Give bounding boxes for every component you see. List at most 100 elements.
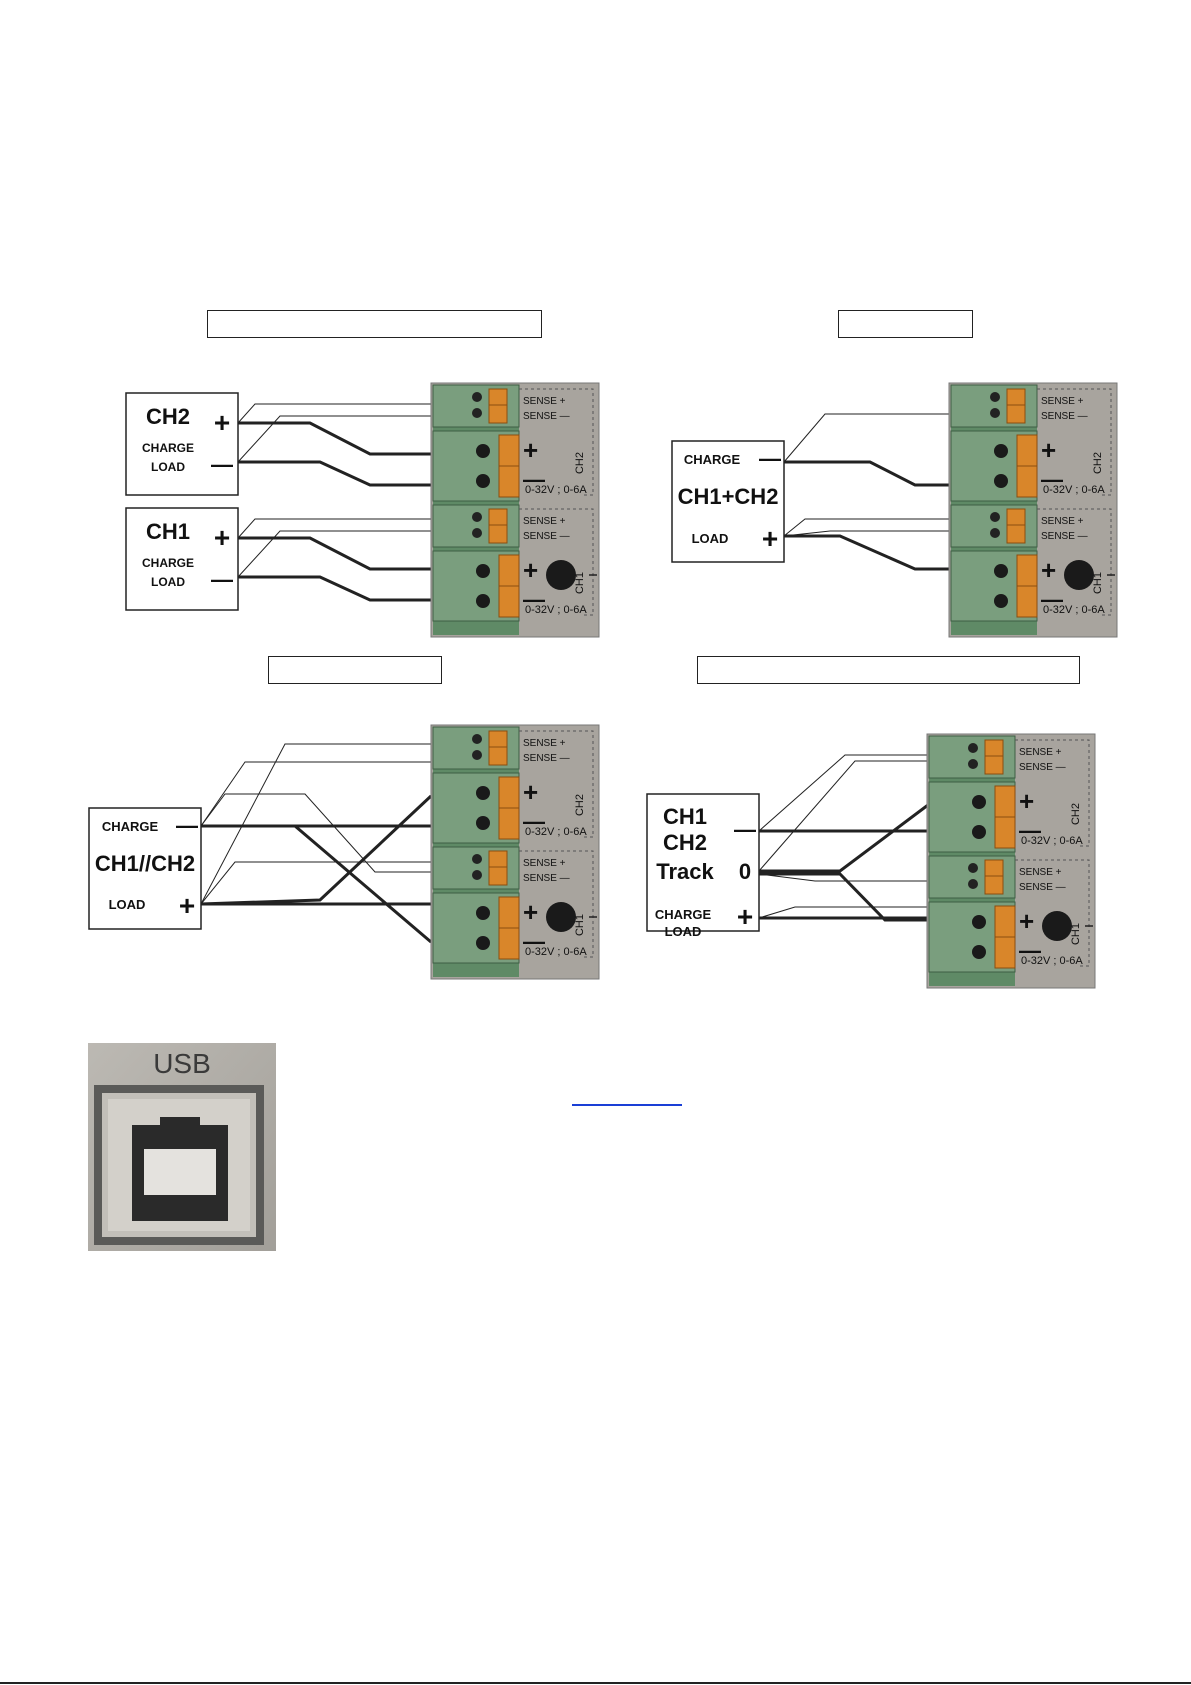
terminal-rating: 0-32V ; 0-6A (525, 604, 587, 616)
terminal-rating: 0-32V ; 0-6A (525, 946, 587, 958)
terminal-out-minus: — (523, 809, 545, 834)
diagram-track: CH1 CH2 Track — 0 + CHARGE LOAD SENSE + S… (645, 731, 1135, 991)
caption-box-track (697, 656, 1080, 684)
series-plus: + (762, 523, 778, 554)
wires-series (783, 413, 951, 571)
terminal-rating: 0-32V ; 0-6A (525, 826, 587, 838)
track-source-box (646, 793, 760, 932)
usb-label: USB (153, 1048, 211, 1079)
series-charge: CHARGE (684, 452, 741, 467)
terminal-out-minus: — (1041, 467, 1063, 492)
ch2-plus: + (214, 407, 230, 438)
track-zero: 0 (739, 859, 751, 884)
track-plus: + (737, 901, 753, 932)
terminal-sense-plus: SENSE + (523, 858, 566, 869)
ch2-source-box (125, 392, 239, 496)
terminal-ch1: CH1 (574, 914, 586, 936)
ch1-plus: + (214, 522, 230, 553)
terminal-out-plus: + (1041, 435, 1056, 465)
page-bottom-rule (0, 1682, 1191, 1684)
terminal-sense-plus: SENSE + (1019, 747, 1062, 758)
terminal-rating: 0-32V ; 0-6A (1021, 835, 1083, 847)
ch1-charge: CHARGE (142, 556, 194, 570)
ch2-load: LOAD (151, 460, 185, 474)
terminal-ch2: CH2 (574, 794, 586, 816)
terminal-ch2: CH2 (1070, 803, 1082, 825)
terminal-sense-plus: SENSE + (1041, 516, 1084, 527)
track-line1: CH1 (663, 804, 707, 829)
ch1-name: CH1 (146, 519, 190, 544)
terminal-out-plus: + (1041, 555, 1056, 585)
terminal-out-plus: + (523, 777, 538, 807)
usb-port-photo: USB (88, 1043, 276, 1251)
terminal-sense-minus: SENSE — (523, 411, 570, 422)
terminal-sense-minus: SENSE — (1019, 882, 1066, 893)
parallel-name: CH1//CH2 (95, 851, 195, 876)
parallel-plus: + (179, 890, 195, 921)
terminal-out-plus: + (523, 435, 538, 465)
terminal-sense-minus: SENSE — (523, 873, 570, 884)
terminal-sense-plus: SENSE + (1041, 396, 1084, 407)
track-minus: — (734, 817, 756, 842)
parallel-load: LOAD (109, 897, 146, 912)
series-load: LOAD (692, 531, 729, 546)
terminal-out-plus: + (523, 555, 538, 585)
track-line3: Track (656, 859, 714, 884)
terminal-sense-plus: SENSE + (523, 738, 566, 749)
terminal-sense-plus: SENSE + (523, 396, 566, 407)
wires-track (758, 754, 929, 922)
terminal-out-plus: + (1019, 906, 1034, 936)
ch1-load: LOAD (151, 575, 185, 589)
terminal-out-minus: — (1019, 818, 1041, 843)
series-name: CH1+CH2 (678, 484, 779, 509)
terminal-ch1: CH1 (574, 572, 586, 594)
terminal-ch2: CH2 (1092, 452, 1104, 474)
terminal-sense-minus: SENSE — (523, 531, 570, 542)
terminal-sense-plus: SENSE + (1019, 867, 1062, 878)
terminal-sense-minus: SENSE — (523, 753, 570, 764)
terminal-sense-minus: SENSE — (1041, 531, 1088, 542)
terminal-ch1: CH1 (1070, 923, 1082, 945)
series-minus: — (759, 446, 781, 471)
parallel-minus: — (176, 813, 198, 838)
ch2-name: CH2 (146, 404, 190, 429)
parallel-charge: CHARGE (102, 819, 159, 834)
terminal-out-minus: — (523, 587, 545, 612)
track-line2: CH2 (663, 830, 707, 855)
diagram-parallel: CHARGE — CH1//CH2 LOAD + SENSE + SENSE — +… (85, 722, 615, 982)
terminal-rating: 0-32V ; 0-6A (1043, 604, 1105, 616)
caption-box-independent (207, 310, 542, 338)
series-source-box (671, 440, 785, 563)
parallel-source-box (88, 807, 202, 930)
ch1-minus: — (211, 567, 233, 592)
diagram-series: CHARGE — CH1+CH2 LOAD + SENSE +SENSE —+—… (670, 380, 1160, 640)
ch2-charge: CHARGE (142, 441, 194, 455)
terminal-ch1: CH1 (1092, 572, 1104, 594)
terminal-out-minus: — (523, 929, 545, 954)
terminal-rating: 0-32V ; 0-6A (1021, 955, 1083, 967)
link-underline[interactable] (572, 1104, 682, 1106)
terminal-out-minus: — (1041, 587, 1063, 612)
terminal-out-plus: + (1019, 786, 1034, 816)
diagram-independent: CH2 + CHARGE LOAD — CH1 + CHARGE LOAD — … (120, 380, 610, 640)
caption-box-series (838, 310, 973, 338)
terminal-sense-plus: SENSE + (523, 516, 566, 527)
track-charge: CHARGE (655, 907, 712, 922)
terminal-out-minus: — (523, 467, 545, 492)
terminal-sense-minus: SENSE — (1019, 762, 1066, 773)
track-load: LOAD (665, 924, 702, 939)
wires-parallel (200, 743, 433, 944)
terminal-ch2: CH2 (574, 452, 586, 474)
terminal-rating: 0-32V ; 0-6A (525, 484, 587, 496)
terminal-rating: 0-32V ; 0-6A (1043, 484, 1105, 496)
terminal-out-plus: + (523, 897, 538, 927)
terminal-out-minus: — (1019, 938, 1041, 963)
terminal-sense-minus: SENSE — (1041, 411, 1088, 422)
wires-independent (237, 403, 432, 602)
ch2-minus: — (211, 452, 233, 477)
ch1-source-box (125, 507, 239, 611)
